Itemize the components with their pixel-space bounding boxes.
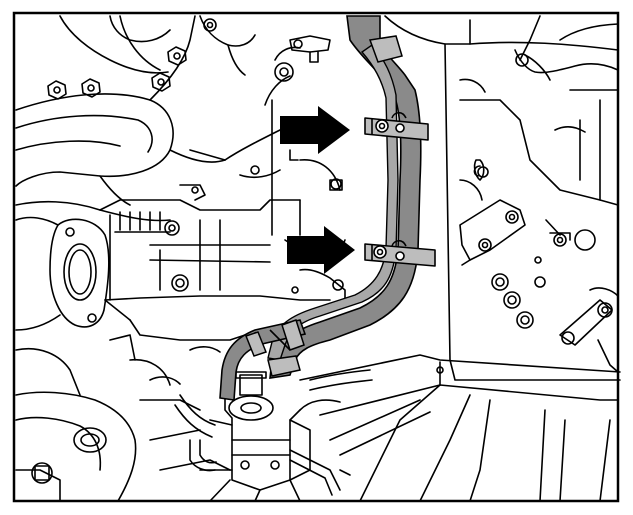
shift-lever: [559, 287, 619, 373]
arrow-right-icon: [287, 226, 355, 274]
hose-band-2: [245, 331, 267, 357]
hose-band-3: [267, 355, 301, 377]
lower-clamp: [364, 239, 436, 267]
transmission-bracket: [459, 199, 526, 266]
coolant-hoses: [219, 15, 422, 401]
upper-clamp: [364, 111, 429, 141]
transmission-case: [384, 15, 621, 381]
manifold-bolts: [47, 46, 187, 100]
floor-crossmember: [299, 354, 621, 502]
hose-band-1: [281, 319, 305, 351]
arrow-right-icon: [280, 106, 350, 154]
hose-clamps: [364, 111, 436, 267]
hose-top-band: [368, 35, 403, 63]
valve-unit: [174, 369, 373, 502]
lower-left-components: [15, 334, 231, 502]
exhaust-manifold: [15, 15, 256, 206]
transmission-bolts: [491, 273, 546, 329]
engine-block: [99, 35, 346, 341]
callout-arrows: [280, 106, 355, 274]
